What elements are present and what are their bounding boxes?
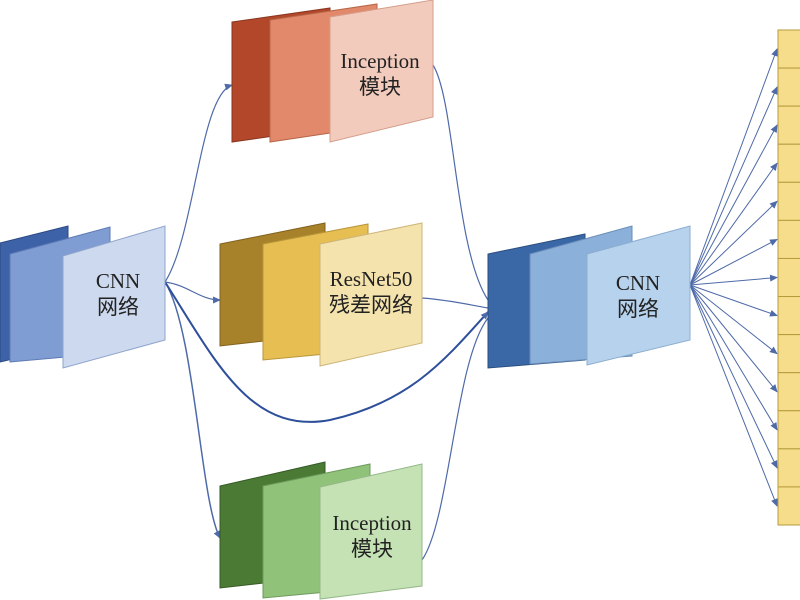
input-panel-front xyxy=(62,225,166,369)
output-vector-cell xyxy=(777,105,800,145)
middle-label-line1: ResNet50 xyxy=(329,267,413,291)
fanout-arrow xyxy=(689,48,778,286)
edge-input-to-top xyxy=(164,83,233,283)
fanout-arrow xyxy=(689,284,778,507)
output-vector-cell xyxy=(777,296,800,336)
fanout-arrow xyxy=(689,274,778,286)
edge-middle-to-output xyxy=(421,297,489,309)
output-panel-front xyxy=(586,225,691,366)
middle-block-label: ResNet50 残差网络 xyxy=(318,266,424,318)
fanout-arrow xyxy=(689,284,778,469)
edge-input-to-output-skip xyxy=(164,281,489,423)
middle-resnet-block xyxy=(219,222,423,367)
edge-input-to-bottom xyxy=(164,281,221,539)
fanout-arrow xyxy=(689,162,778,286)
edge-top-to-output xyxy=(432,64,489,301)
top-panel-front xyxy=(329,0,434,143)
fanout-arrow xyxy=(689,284,778,317)
output-vector-cell xyxy=(777,410,800,450)
bottom-panel-front xyxy=(319,463,423,600)
output-label-line1: CNN xyxy=(615,271,661,295)
output-label-line2: 网络 xyxy=(617,297,659,321)
input-block-label: CNN 网络 xyxy=(78,268,158,320)
output-vector xyxy=(777,29,800,526)
fanout-arrow xyxy=(689,238,778,286)
bottom-block-label: Inception 模块 xyxy=(322,510,422,562)
top-inception-block xyxy=(231,0,434,143)
output-vector-cell xyxy=(777,448,800,488)
fanout-arrow xyxy=(689,284,778,355)
edge-bottom-to-output xyxy=(421,317,489,561)
input-cnn-block xyxy=(0,225,166,369)
output-vector-cell xyxy=(777,29,800,69)
fanout-arrow xyxy=(689,200,778,286)
edge-input-to-middle xyxy=(164,281,221,304)
bottom-inception-block xyxy=(219,461,423,600)
input-label-line2: 网络 xyxy=(97,295,139,319)
fanout-arrow xyxy=(689,284,778,431)
fanout-arrow xyxy=(689,284,778,393)
bottom-label-line1: Inception xyxy=(332,511,412,535)
connector-edges xyxy=(164,48,778,561)
output-vector-cell xyxy=(777,486,800,526)
output-vector-cell xyxy=(777,219,800,259)
output-vector-cell xyxy=(777,143,800,183)
output-vector-cell xyxy=(777,372,800,412)
bottom-label-line2: 模块 xyxy=(351,537,393,561)
top-block-label: Inception 模块 xyxy=(330,48,430,100)
output-vector-cell xyxy=(777,181,800,221)
input-label-line1: CNN xyxy=(95,269,141,293)
output-vector-cell xyxy=(777,67,800,107)
fanout-arrow xyxy=(689,86,778,286)
output-block-label: CNN 网络 xyxy=(598,270,678,322)
fanout-arrow xyxy=(689,124,778,286)
middle-label-line2: 残差网络 xyxy=(329,293,413,317)
output-cnn-block xyxy=(487,225,691,369)
output-vector-cell xyxy=(777,257,800,298)
middle-panel-front xyxy=(319,222,423,367)
fanout-edges xyxy=(689,48,778,507)
output-vector-cell xyxy=(777,334,800,374)
top-label-line1: Inception xyxy=(340,49,420,73)
top-label-line2: 模块 xyxy=(359,75,401,99)
